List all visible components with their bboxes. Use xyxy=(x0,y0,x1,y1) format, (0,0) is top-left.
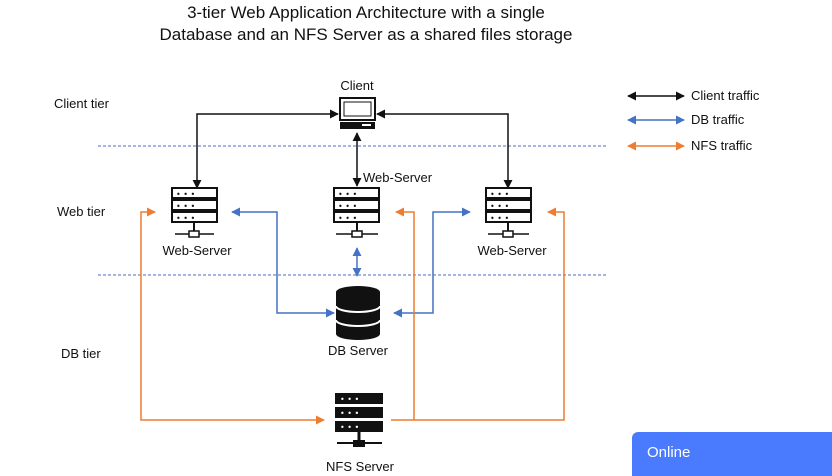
svg-text:• • •: • • • xyxy=(176,214,195,223)
web-server-center-icon: • • • • • • • • • xyxy=(333,187,380,238)
svg-text:• • •: • • • xyxy=(338,214,357,223)
web-server-right-icon: • • • • • • • • • xyxy=(485,187,532,238)
web-server-right-label: Web-Server xyxy=(477,243,547,258)
svg-text:• • •: • • • xyxy=(176,202,195,211)
nfs-server-icon: • • • • • • • • • xyxy=(335,393,383,447)
tier-label-web: Web tier xyxy=(57,204,106,219)
svg-text:• • •: • • • xyxy=(176,190,195,199)
svg-text:• • •: • • • xyxy=(338,202,357,211)
nfs-server-label: NFS Server xyxy=(326,459,395,474)
db-traffic-right xyxy=(393,207,471,318)
legend-nfs-traffic-label: NFS traffic xyxy=(691,138,753,153)
legend-db-traffic-label: DB traffic xyxy=(691,112,745,127)
svg-text:• • •: • • • xyxy=(340,409,359,418)
db-traffic-left xyxy=(231,207,335,318)
db-server-label: DB Server xyxy=(328,343,389,358)
svg-text:• • •: • • • xyxy=(338,190,357,199)
svg-text:• • •: • • • xyxy=(340,395,359,404)
svg-text:• • •: • • • xyxy=(490,214,509,223)
nfs-traffic-center xyxy=(391,207,415,421)
client-computer-icon xyxy=(339,97,376,129)
diagram-title-line-2: Database and an NFS Server as a shared f… xyxy=(160,25,573,44)
client-traffic-right xyxy=(376,109,513,189)
web-server-center-label: Web-Server xyxy=(363,170,433,185)
diagram-title-line-1: 3-tier Web Application Architecture with… xyxy=(187,3,545,22)
legend-client-traffic-label: Client traffic xyxy=(691,88,760,103)
svg-text:• • •: • • • xyxy=(340,423,359,432)
web-server-left-icon: • • • • • • • • • xyxy=(171,187,218,238)
tier-label-client: Client tier xyxy=(54,96,110,111)
svg-text:• • •: • • • xyxy=(490,190,509,199)
nfs-traffic-left xyxy=(140,207,325,425)
client-traffic-left xyxy=(192,109,339,189)
database-icon xyxy=(335,286,381,340)
client-label: Client xyxy=(340,78,374,93)
online-status-button[interactable]: Online xyxy=(632,432,832,476)
web-server-left-label: Web-Server xyxy=(162,243,232,258)
tier-label-db: DB tier xyxy=(61,346,101,361)
nfs-traffic-right xyxy=(414,207,565,421)
svg-text:• • •: • • • xyxy=(490,202,509,211)
